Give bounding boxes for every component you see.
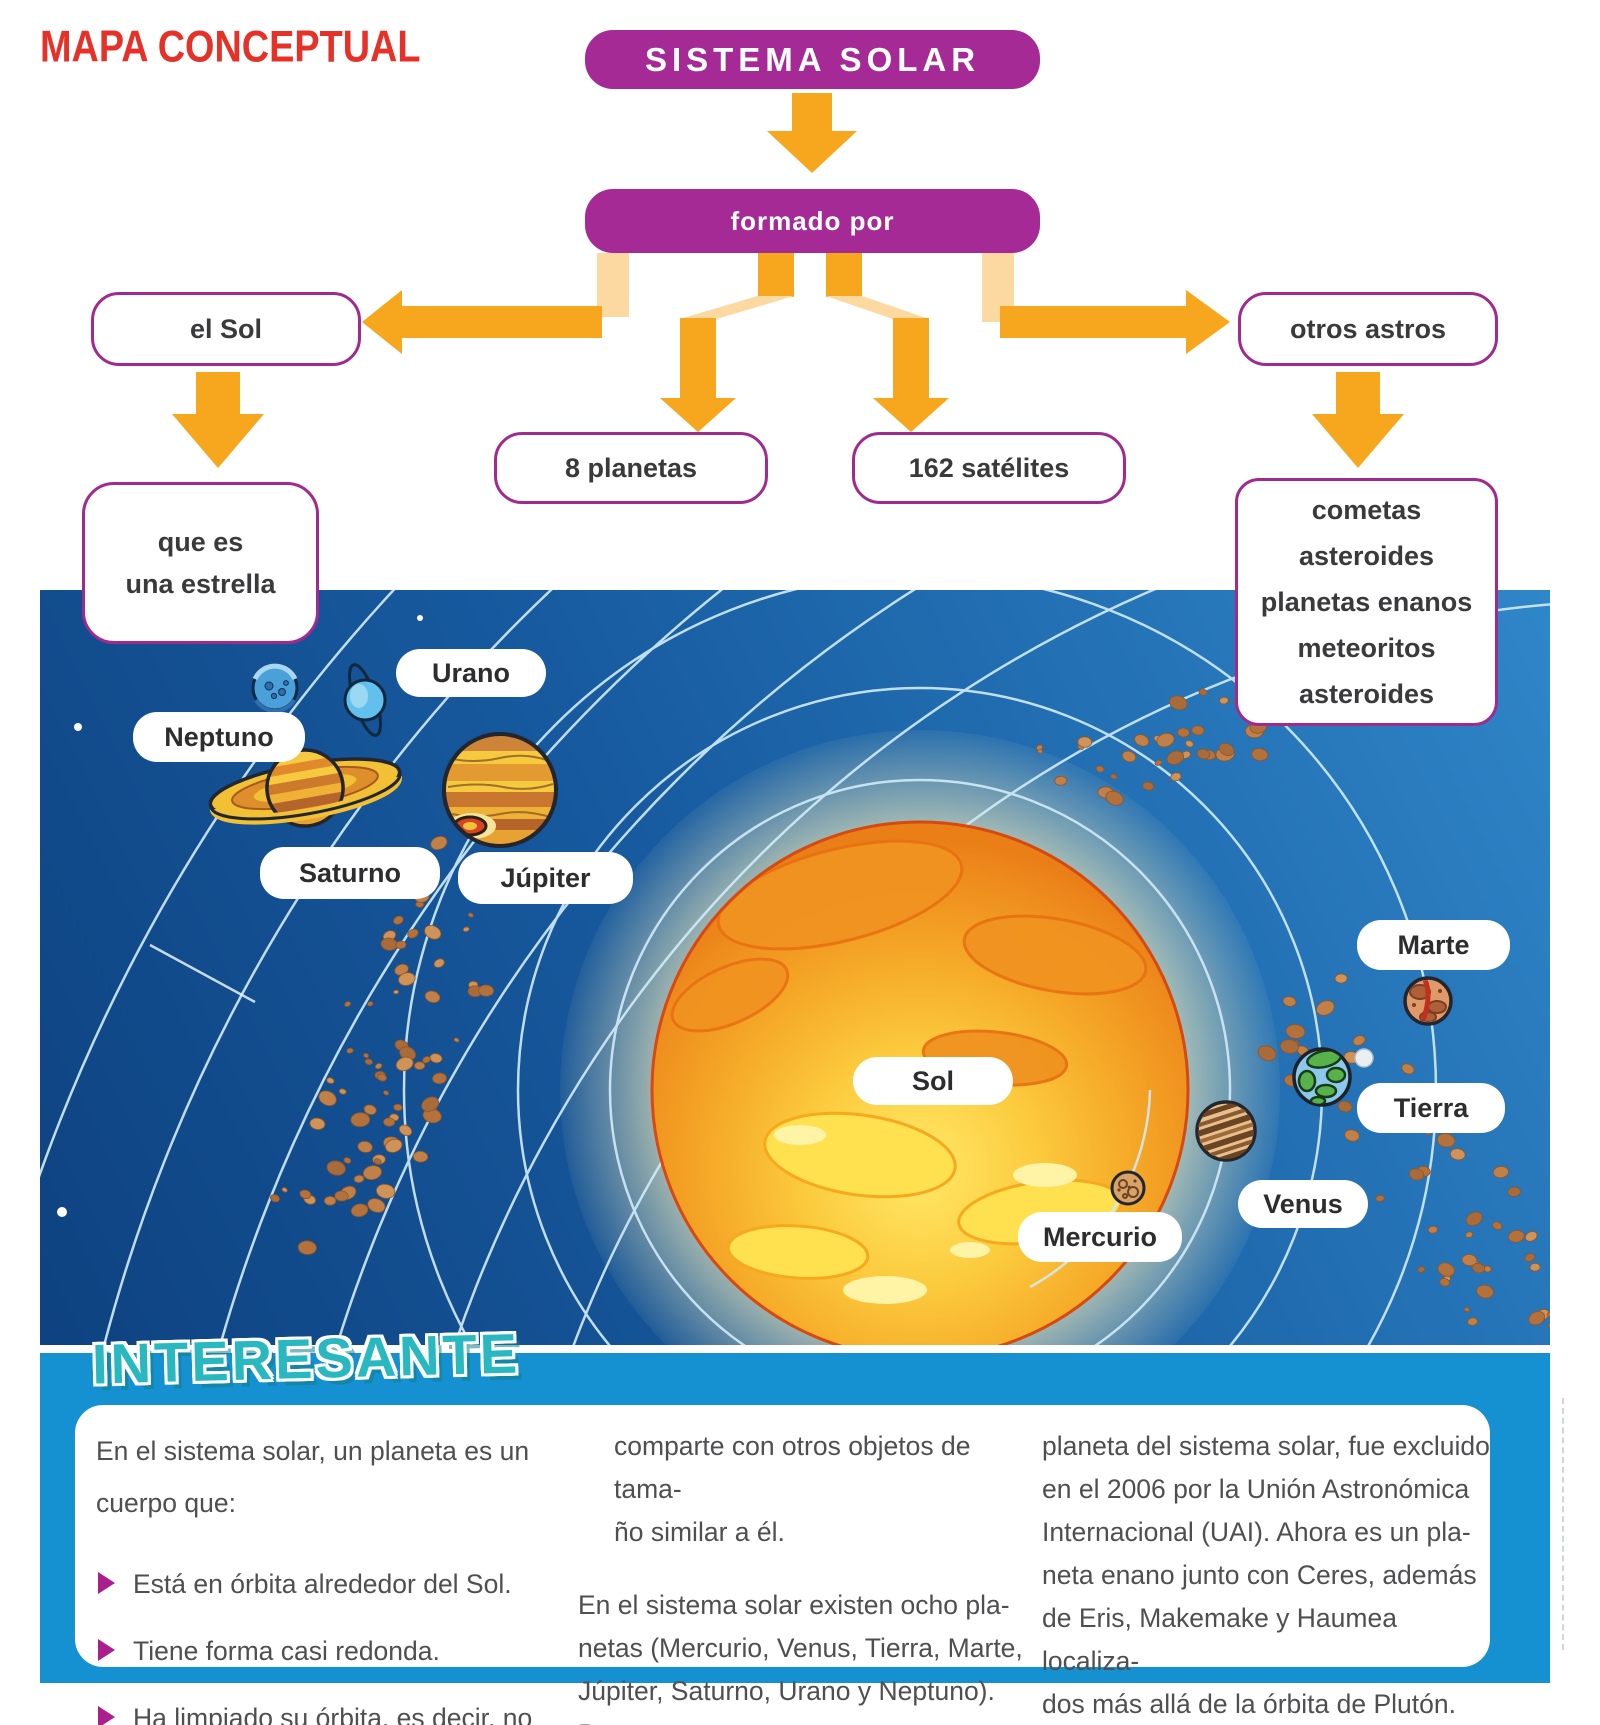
planet-mercury <box>1110 1170 1146 1206</box>
node-8-planetas-label: 8 planetas <box>564 453 698 483</box>
arrow-satelites-shaft <box>893 318 929 400</box>
arrow-cometas-shaft <box>1336 372 1380 416</box>
arrow-planetas-shaft <box>680 318 716 400</box>
arrow-satelites-fold <box>826 296 929 319</box>
label-tierra-text: Tierra <box>1393 1092 1469 1123</box>
node-162-satelites-label: 162 satélites <box>908 453 1070 483</box>
label-mercurio-text: Mercurio <box>1042 1221 1158 1252</box>
node-otros-astros-label: otros astros <box>1289 314 1447 344</box>
label-urano: Urano <box>396 649 546 697</box>
bullet-triangle-icon <box>98 1639 115 1661</box>
interesante-title: INTERESANTE <box>91 1321 521 1396</box>
bullet-triangle-icon <box>98 1706 115 1725</box>
page-title: MAPA CONCEPTUAL <box>40 22 421 72</box>
node-el-sol: el Sol <box>91 292 361 366</box>
bullet-item: Está en órbita alrededor del Sol. <box>96 1563 534 1606</box>
label-venus: Venus <box>1238 1180 1368 1228</box>
label-jupiter-text: Júpiter <box>500 862 591 893</box>
label-venus-text: Venus <box>1263 1188 1343 1219</box>
node-formado-por-label: formado por <box>730 205 895 236</box>
arrow-planetas-fold <box>680 296 794 319</box>
node-162-satelites: 162 satélites <box>852 432 1126 504</box>
planet-jupiter <box>442 732 558 848</box>
node-el-sol-label: el Sol <box>189 314 263 344</box>
stars <box>57 615 423 1217</box>
arrow-root-head <box>767 131 857 173</box>
arrow-otros-head <box>1186 290 1230 354</box>
label-sol-text: Sol <box>911 1065 954 1096</box>
page-cut-line <box>1562 1398 1564 1650</box>
arrow-satelites-stub <box>826 253 862 297</box>
arrow-elsol-stub <box>597 253 629 317</box>
moon <box>1354 1048 1374 1068</box>
bullet-triangle-icon <box>98 1572 115 1594</box>
label-neptuno-text: Neptuno <box>164 721 274 752</box>
node-8-planetas: 8 planetas <box>494 432 768 504</box>
label-sol: Sol <box>853 1057 1013 1105</box>
label-neptuno: Neptuno <box>133 712 305 762</box>
arrow-satelites-head <box>873 398 949 432</box>
node-formado-por: formado por <box>585 189 1040 253</box>
planet-saturn <box>208 743 402 833</box>
solar-system-illustration: Urano Neptuno Saturno Júpiter Sol Marte … <box>0 39 1600 1725</box>
col2-paragraph-2: En el sistema solar existen ocho pla-net… <box>578 1590 1023 1725</box>
arrow-planetas-stub <box>758 253 794 297</box>
arrow-elsol-shaft <box>400 306 602 338</box>
bullet-text: Tiene forma casi redonda. <box>133 1636 440 1666</box>
node-otros-astros: otros astros <box>1238 292 1498 366</box>
arrow-otros-shaft <box>1000 306 1186 338</box>
arrow-elsol-head <box>362 290 402 354</box>
label-tierra: Tierra <box>1357 1083 1505 1133</box>
col2-paragraph-1: comparte con otros objetos de tama-ño si… <box>614 1431 971 1547</box>
planet-venus <box>1190 1096 1262 1167</box>
arrow-planetas-head <box>660 398 736 432</box>
arrow-queess-shaft <box>196 372 240 416</box>
shooting-star <box>149 943 256 1004</box>
bullet-text: Está en órbita alrededor del Sol. <box>133 1569 512 1599</box>
arrow-cometas-head <box>1312 414 1404 468</box>
label-saturno-text: Saturno <box>298 857 401 888</box>
interesante-box <box>75 1405 1490 1667</box>
node-sistema-solar: SISTEMA SOLAR <box>585 30 1040 89</box>
label-mercurio: Mercurio <box>1018 1212 1182 1262</box>
label-marte-text: Marte <box>1397 929 1470 960</box>
node-sistema-solar-label: SISTEMA SOLAR <box>644 40 981 78</box>
interesante-col2: comparte con otros objetos de tama-ño si… <box>578 1425 1026 1725</box>
planet-uranus <box>343 663 387 737</box>
bullet-item: Ha limpiado su órbita, es decir, no la <box>96 1697 534 1725</box>
label-jupiter: Júpiter <box>458 852 633 904</box>
label-saturno: Saturno <box>260 847 440 899</box>
planet-mars <box>1403 976 1453 1026</box>
bullet-text: Ha limpiado su órbita, es decir, no la <box>133 1703 533 1725</box>
arrow-root-shaft <box>792 93 832 133</box>
bullet-item: Tiene forma casi redonda. <box>96 1630 534 1673</box>
arrow-quees-head <box>172 414 264 468</box>
planet-earth <box>1292 1047 1352 1107</box>
label-marte: Marte <box>1357 920 1510 970</box>
label-urano-text: Urano <box>431 657 510 688</box>
planet-neptune <box>251 663 299 713</box>
mercury-orbit-arc <box>1029 1089 1152 1289</box>
